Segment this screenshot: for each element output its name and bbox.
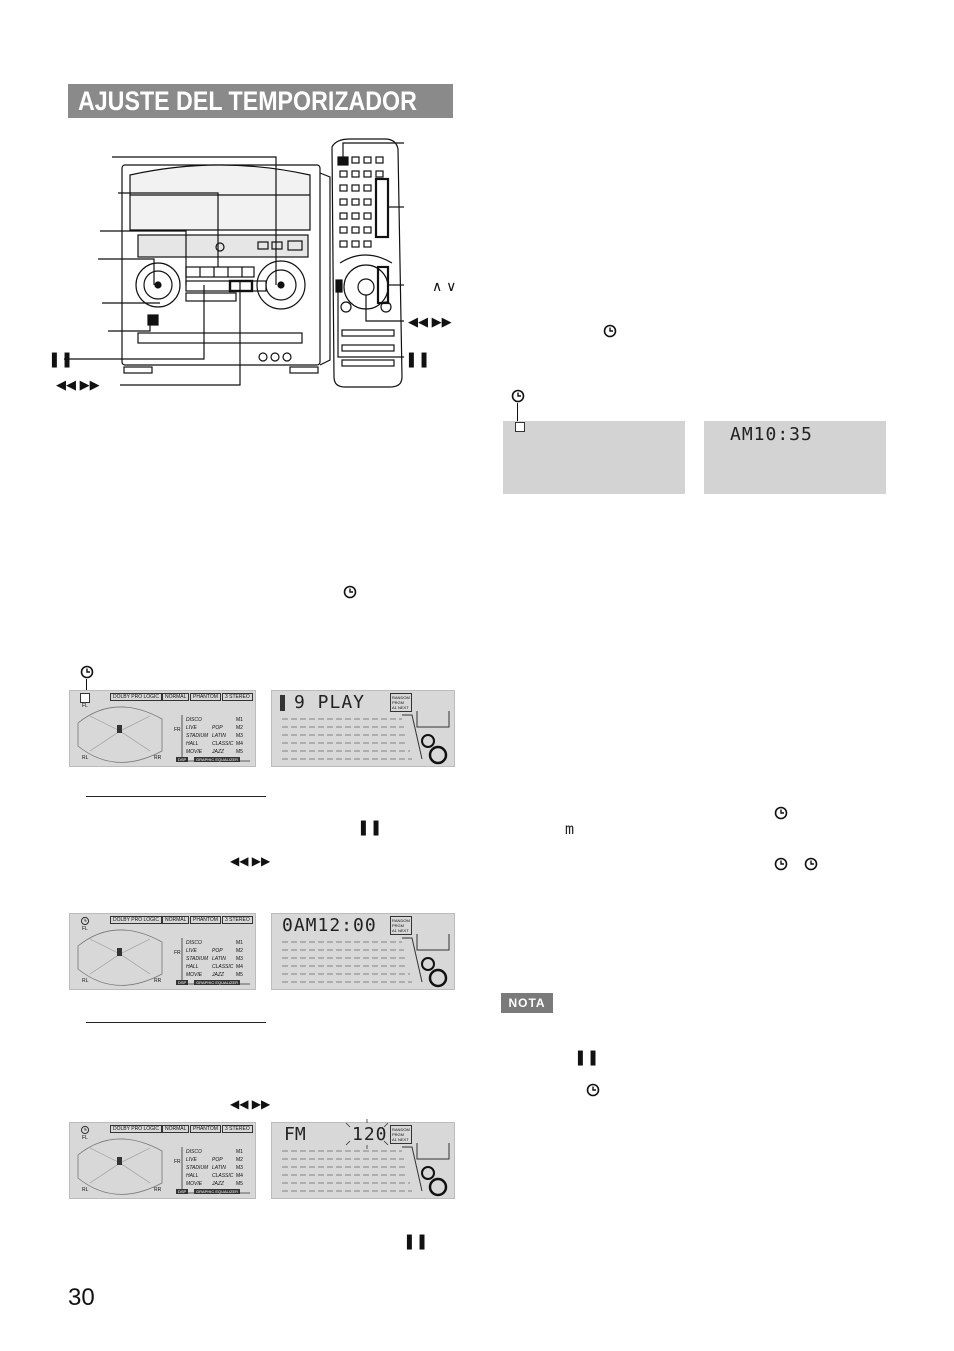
clock-icon [511,389,525,403]
clock-set-readout: 0AM12:00 [282,915,377,936]
speaker-diagram [77,1138,250,1195]
pause-icon: ❚❚ [574,1049,600,1066]
remote-control [331,138,403,388]
note-badge: NOTA [501,993,553,1013]
stereo-badge: 3 STEREO [222,693,253,701]
fl-label: FL [82,1135,88,1141]
fr-label: FR [174,1159,181,1165]
dsp-footer: DSP [176,1189,189,1194]
timer-indicator-icon [80,693,90,703]
dolby-badge: DOLBY PRO LOGIC [110,693,163,701]
pause-icon: ❚❚ [357,819,383,836]
rr-label: RR [154,1187,162,1193]
timer-indicator-icon [515,422,525,432]
updown-label: ∧ ∨ [432,278,457,294]
timer-display-left [503,421,685,494]
eq-footer: GRAPHIC EQUALIZER [194,1189,241,1194]
spectrum-analyzer [282,1143,450,1197]
phantom-badge: PHANTOM [190,1125,221,1133]
fl-label: FL [82,926,88,932]
timer-readout: 120 [352,1124,388,1145]
fr-label: FR [174,950,181,956]
normal-badge: NORMAL [162,693,190,701]
dsp-footer: DSP [176,757,189,762]
eq-footer: GRAPHIC EQUALIZER [194,757,241,762]
spectrum-analyzer [282,711,450,765]
clock-icon [586,1083,600,1097]
normal-badge: NORMAL [162,1125,190,1133]
skip-icons: ◀◀ ▶▶ [230,1097,271,1111]
clock-readout: AM10:35 [730,424,813,445]
segment-marker [280,695,285,711]
clock-icon [80,665,94,679]
normal-badge: NORMAL [162,916,190,924]
skip-label-right: ◀◀ ▶▶ [408,314,452,329]
divider [86,796,266,797]
dolby-badge: DOLBY PRO LOGIC [110,1125,163,1133]
dsp-footer: DSP [176,980,189,985]
fl-label: FL [82,703,88,709]
clock-icon [603,324,617,338]
rr-label: RR [154,978,162,984]
dsp-panel-3: DOLBY PRO LOGIC NORMAL PHANTOM 3 STEREO … [69,1122,256,1199]
divider [86,1022,266,1023]
skip-label-left: ◀◀ ▶▶ [56,377,100,392]
blink-marks [345,1119,389,1149]
stereo-and-remote-illustration [64,138,404,388]
clock-icon [80,1125,90,1135]
clock-display-right: AM10:35 [704,421,886,494]
phantom-badge: PHANTOM [190,916,221,924]
dsp-panel-1: DOLBY PRO LOGIC NORMAL PHANTOM 3 STEREO … [69,690,256,767]
speaker-diagram [77,929,250,986]
page-title: AJUSTE DEL TEMPORIZADOR [78,86,417,116]
title-bar [68,84,453,118]
rl-label: RL [82,978,89,984]
phantom-badge: PHANTOM [190,693,221,701]
band-readout: FM [284,1124,306,1145]
clock-icon [774,806,788,820]
spectrum-analyzer [282,934,450,988]
pause-label-right: ❚❚ [405,351,431,368]
clock-icon [804,857,818,871]
pause-icon: ❚❚ [403,1233,429,1250]
eq-footer: GRAPHIC EQUALIZER [194,980,241,985]
memory-icon: m [565,820,575,838]
clock-icon [343,585,357,599]
dolby-badge: DOLBY PRO LOGIC [110,916,163,924]
pointer-line [517,403,518,421]
play-readout: 9 PLAY [294,692,366,713]
dsp-panel-2: DOLBY PRO LOGIC NORMAL PHANTOM 3 STEREO … [69,913,256,990]
clock-icon [80,916,90,926]
clock-icon [774,857,788,871]
pause-label-left: ❚❚ [48,351,74,368]
rl-label: RL [82,755,89,761]
skip-icons: ◀◀ ▶▶ [230,854,271,868]
fr-label: FR [174,727,181,733]
rl-label: RL [82,1187,89,1193]
pointer-line [86,679,87,691]
page-number: 30 [68,1284,95,1311]
stereo-badge: 3 STEREO [222,1125,253,1133]
stereo-badge: 3 STEREO [222,916,253,924]
rr-label: RR [154,755,162,761]
